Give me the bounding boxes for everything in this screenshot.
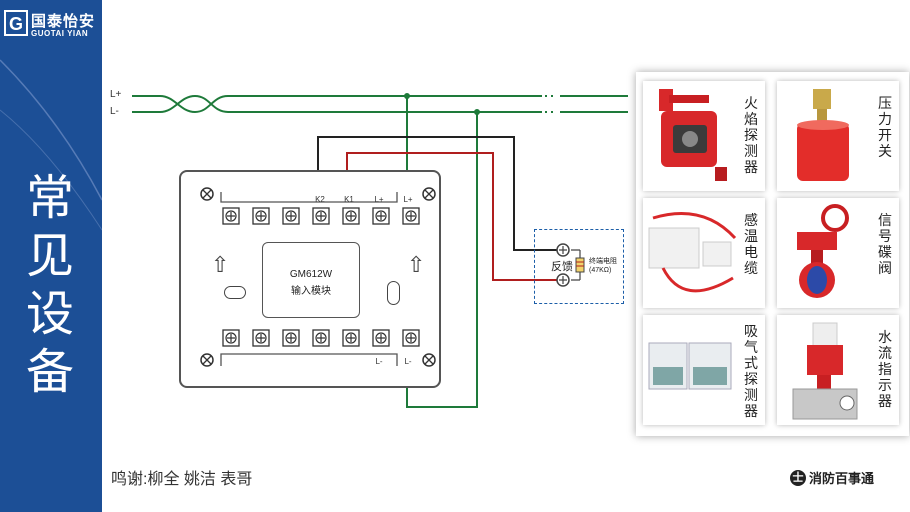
- device-name: 火焰探测器: [744, 95, 758, 175]
- device-card: 信号碟阀: [777, 198, 899, 308]
- device-name: 压力开关: [878, 95, 892, 159]
- logo-mark: G: [4, 10, 28, 36]
- pressure-switch-icon: [797, 89, 849, 181]
- feedback-contact-box: [534, 229, 624, 304]
- up-arrow-icon: ⇧: [211, 252, 230, 277]
- fire-logo-icon: 士: [790, 469, 806, 486]
- aspirating-detector-icon: [648, 342, 732, 390]
- resistor-name: 终端电阻: [589, 258, 617, 265]
- terminal-label-k1: K1: [344, 195, 354, 204]
- device-card: 火焰探测器: [643, 81, 765, 191]
- mount-screw-icon: [422, 187, 436, 201]
- brand-name: 消防百事通: [809, 471, 875, 486]
- brand-watermark: 士 消防百事通: [790, 468, 874, 487]
- module-name: 输入模块: [291, 286, 331, 297]
- device-name: 感温电缆: [744, 212, 758, 276]
- feedback-label: 反馈: [551, 261, 573, 273]
- sidebar-band: G 国泰怡安 GUOTAI YIAN 常 见 设 备: [0, 0, 102, 512]
- mount-screw-icon: [200, 353, 214, 367]
- terminal-label-lplus: L+: [403, 195, 413, 204]
- resistor-label: 终端电阻 (47KΩ): [589, 257, 617, 275]
- device-card: 吸气式探测器: [643, 315, 765, 425]
- decorative-swoosh: [0, 59, 102, 231]
- devices-panel: 火焰探测器 压力开关 感温电缆: [636, 72, 909, 436]
- mounting-slot: [224, 286, 246, 299]
- acknowledgement: 鸣谢:柳全 姚洁 表哥: [111, 471, 253, 488]
- up-arrow-icon: ⇧: [407, 252, 426, 277]
- bus-lplus-wire: [132, 95, 540, 114]
- module-model: GM612W: [289, 269, 333, 280]
- k1-wire: [346, 152, 560, 281]
- title-char: 常: [25, 172, 74, 225]
- terminal-label-k2: K2: [315, 195, 325, 204]
- water-flow-indicator-icon: [792, 322, 858, 420]
- terminal-label-lminus: L-: [375, 357, 383, 366]
- terminal-label-lminus: L-: [404, 357, 412, 366]
- title-char: 设: [25, 288, 74, 341]
- device-card: 感温电缆: [643, 198, 765, 308]
- bus-lplus-label: L+: [110, 89, 122, 100]
- heat-cable-icon: [648, 212, 737, 293]
- input-module: K2 K1 L+ L+ L- L- ⇧ ⇧ GM612W 输入模块: [179, 170, 441, 388]
- device-name: 水流指示器: [878, 329, 892, 409]
- title-char: 备: [25, 346, 74, 399]
- mounting-slot: [387, 281, 400, 305]
- logo-name-en: GUOTAI YIAN: [31, 29, 89, 38]
- mount-screw-icon: [200, 187, 214, 201]
- bus-lminus-label: L-: [110, 106, 119, 117]
- flame-detector-icon: [659, 89, 727, 181]
- device-name: 信号碟阀: [878, 212, 892, 276]
- device-card: 压力开关: [777, 81, 899, 191]
- page-title: 常 见 设 备: [20, 170, 80, 402]
- k2-wire: [317, 136, 560, 251]
- butterfly-valve-icon: [797, 204, 849, 298]
- mount-screw-icon: [422, 353, 436, 367]
- module-faceplate: GM612W 输入模块: [262, 242, 360, 318]
- bus-lminus-wire: [132, 94, 540, 113]
- device-name: 吸气式探测器: [744, 323, 758, 419]
- module-terminals: [200, 187, 436, 367]
- terminal-label-lplus: L+: [374, 195, 384, 204]
- title-char: 见: [25, 230, 74, 283]
- device-card: 水流指示器: [777, 315, 899, 425]
- resistor-value: (47KΩ): [589, 267, 612, 274]
- resistor-icon: [575, 257, 585, 273]
- logo-name-cn: 国泰怡安: [31, 13, 96, 30]
- lminus-drop-wire: [406, 112, 478, 408]
